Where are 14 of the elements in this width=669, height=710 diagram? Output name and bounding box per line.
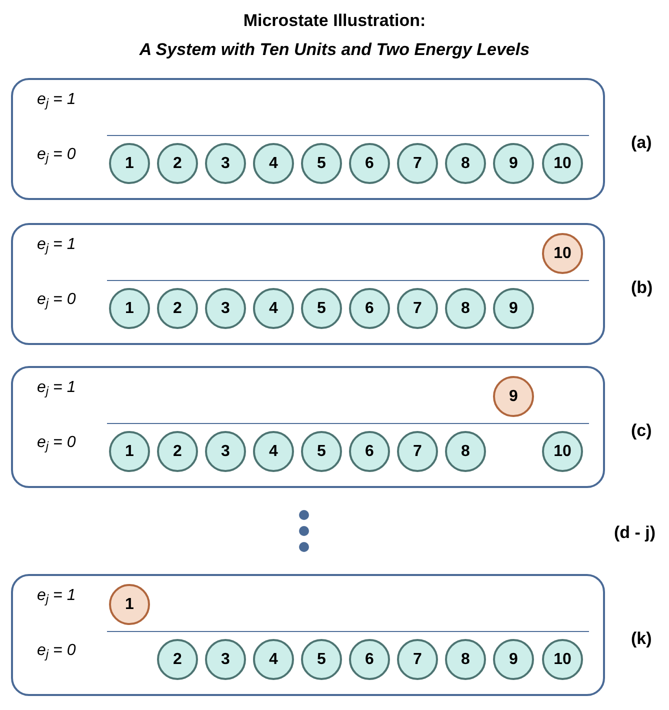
- energy-level-label: e$_{j}$ = 1: [37, 91, 76, 109]
- panel-label: (c): [631, 420, 652, 442]
- energy-level-label: e$_{j}$ = 0: [37, 146, 76, 164]
- title: Microstate Illustration: A System with Ten Units and Two Energy Levels: [138, 10, 531, 61]
- energy-level-label: e$_{j}$ = 0: [37, 291, 76, 309]
- energy-level-label: e$_{j}$ = 1: [37, 587, 76, 605]
- panel-label: (b): [631, 277, 653, 299]
- panel-range-label: (d - j): [614, 522, 656, 544]
- panel-label: (k): [631, 628, 652, 650]
- energy-level-label: e$_{j}$ = 0: [37, 434, 76, 452]
- energy-level-label: e$_{j}$ = 0: [37, 642, 76, 660]
- energy-level-label: e$_{j}$ = 1: [37, 379, 76, 397]
- panel-label: (a): [631, 132, 652, 154]
- energy-level-label: e$_{j}$ = 1: [37, 236, 76, 254]
